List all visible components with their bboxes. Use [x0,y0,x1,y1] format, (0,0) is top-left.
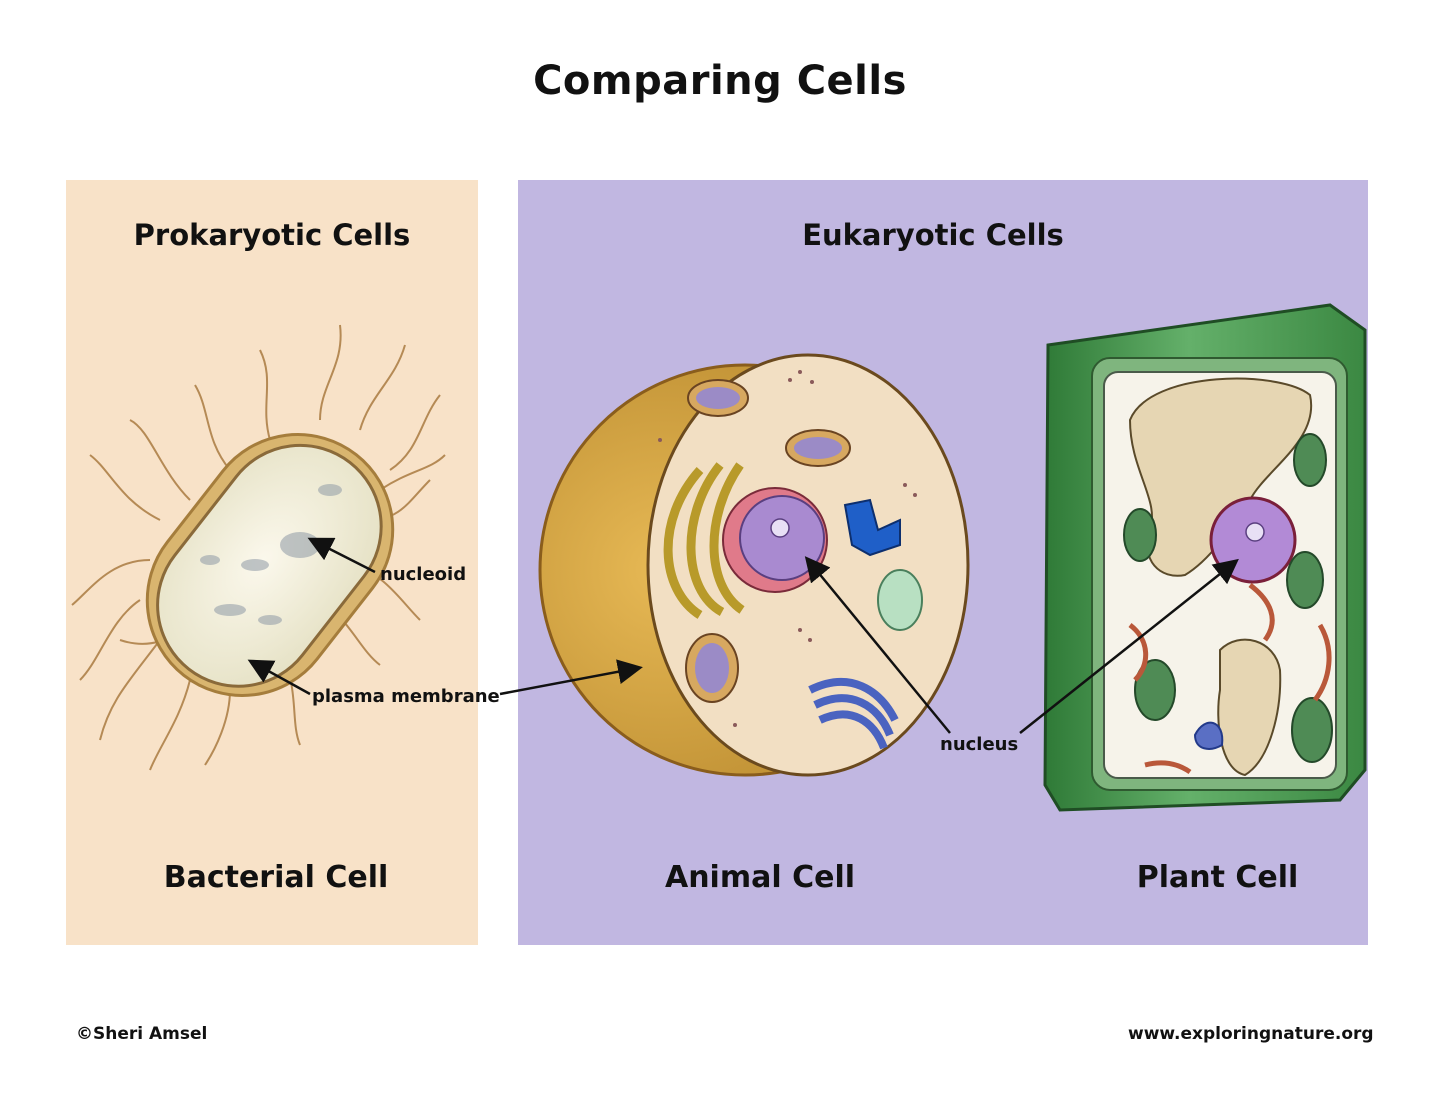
plasma-membrane-pointer-bacterial [247,659,311,696]
nucleoid-pointer [307,537,376,574]
animal-nucleus [739,495,825,581]
label-pointers [247,537,1239,734]
plant-cell [1043,303,1367,812]
nucleus-label: nucleus [940,734,1019,755]
prokaryotic-heading: Prokaryotic Cells [133,218,411,252]
website-text: www.exploringnature.org [1128,1024,1374,1044]
plant-cell-name: Plant Cell [1136,860,1299,895]
chloroplasts [1123,433,1333,763]
nucleoid-label: nucleoid [380,564,467,585]
animal-cell-name: Animal Cell [664,860,856,895]
endoplasmic-reticulum [663,462,745,619]
nucleus-pointer-animal [804,556,951,734]
bacterial-cytoplasm [156,443,383,688]
golgi-apparatus [808,677,899,750]
bacterial-cell [71,324,446,771]
plasma-membrane-pointer-animal [499,659,643,696]
eukaryotic-heading: Eukaryotic Cells [802,218,1064,252]
bacterial-cell-name: Bacterial Cell [163,860,389,895]
copyright-text: ©Sheri Amsel [76,1024,208,1044]
page-title: Comparing Cells [533,58,907,104]
nucleus-pointer-plant [1019,558,1239,734]
plasma-membrane-label: plasma membrane [312,686,500,707]
